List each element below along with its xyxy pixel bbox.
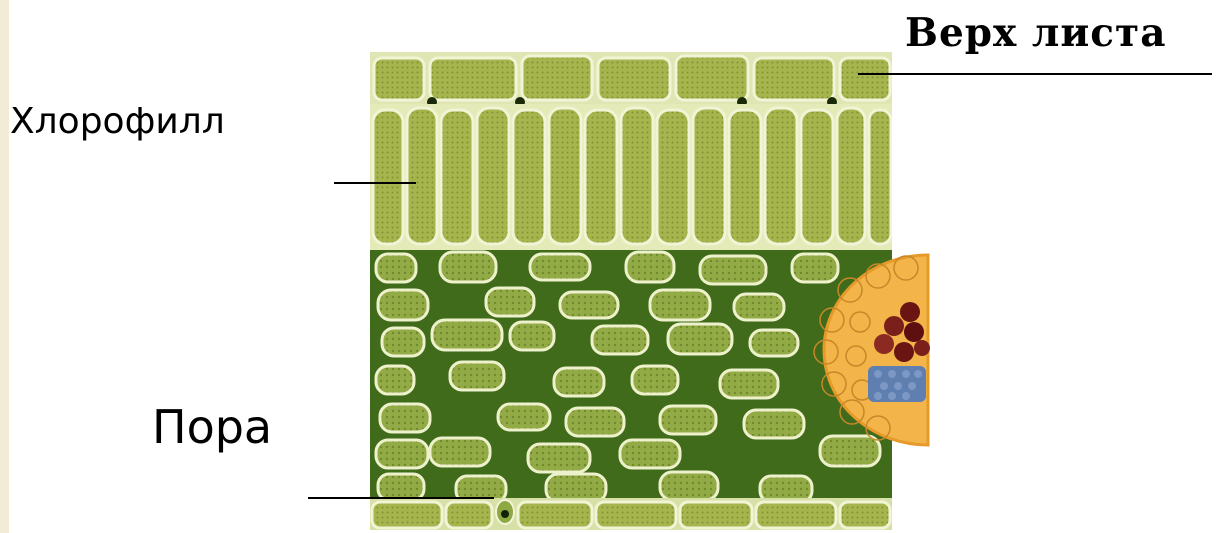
upper-leaf-label: Верх листа (905, 14, 1166, 53)
pore-label: Пора (152, 404, 272, 450)
lower-epidermis (370, 498, 892, 530)
spongy-mesophyll (370, 250, 892, 530)
upper-epidermis (370, 52, 892, 107)
phloem (868, 366, 926, 402)
stoma (496, 500, 514, 524)
chlorophyll-label: Хлорофилл (10, 104, 225, 140)
leaf-tissue (370, 52, 892, 530)
palisade-layer (370, 104, 892, 250)
